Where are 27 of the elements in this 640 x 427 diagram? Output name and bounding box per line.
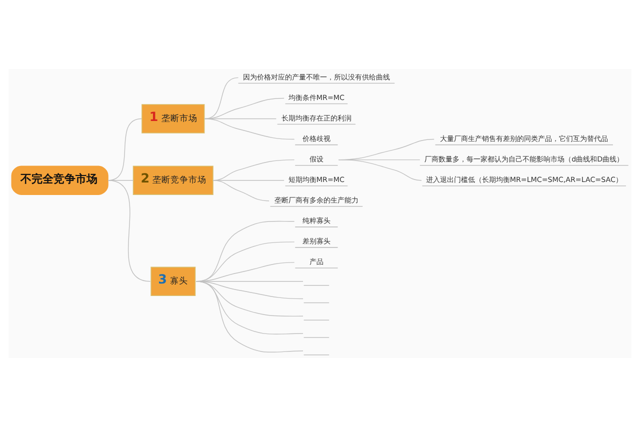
node-box: 1 垄断市场 — [142, 104, 205, 134]
node-text: 产品 — [309, 257, 324, 266]
connector — [196, 281, 304, 353]
node-line — [303, 337, 330, 338]
connector — [338, 159, 422, 181]
node-line — [303, 354, 330, 356]
node-text: 假设 — [309, 154, 324, 164]
connector — [212, 180, 270, 202]
node-text: 纯粹寡头 — [302, 216, 330, 226]
node-text: 短期均衡MR=MC — [288, 175, 344, 184]
node-text: 因为价格对应的产量不唯一，所以没有供给曲线 — [242, 72, 390, 82]
node-text: 差别寡头 — [302, 236, 330, 246]
node-box: 不完全竞争市场 — [11, 166, 108, 195]
node-line — [303, 302, 330, 304]
node-text: 进入退出门槛低（长期均衡MR=LMC=SMC,AR=LAC=SAC） — [426, 175, 622, 184]
node-box: 2 垄断竞争市场 — [132, 166, 214, 195]
node-text: 价格歧视 — [302, 134, 330, 144]
node-text: 大量厂商生产销售有差别的同类产品，它们互为替代品 — [440, 134, 608, 144]
connector — [108, 180, 151, 282]
node-text: 均衡条件MR=MC — [288, 92, 344, 102]
connector — [204, 118, 295, 140]
node-box: 3 寡头 — [150, 266, 196, 296]
connector — [204, 77, 239, 120]
node-text: 厂商数量多，每一家都认为自己不能影响市场（d曲线和D曲线） — [424, 154, 624, 164]
node-text: 垄断厂商有多余的生产能力 — [274, 196, 358, 205]
node-text: 长期均衡存在正的利润 — [281, 113, 352, 122]
node-line — [303, 284, 330, 286]
